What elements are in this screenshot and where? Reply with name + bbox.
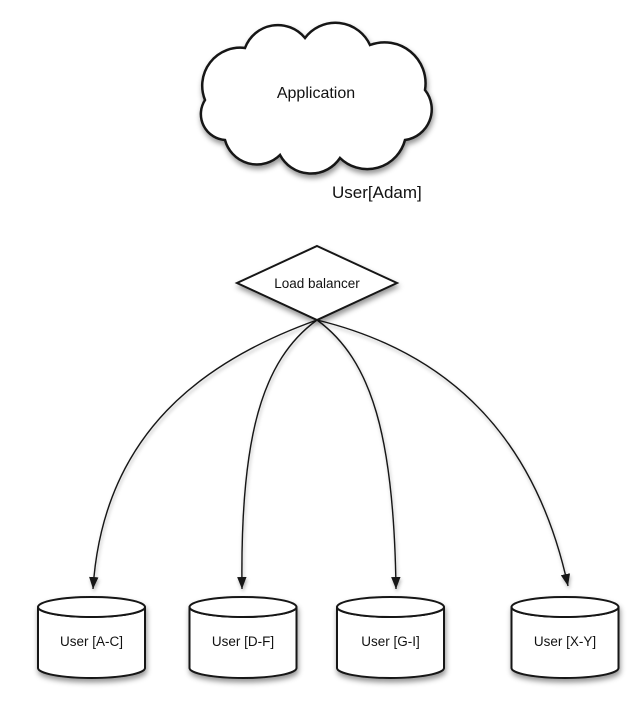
application-node <box>199 21 433 175</box>
load-balancer-diamond-icon <box>234 244 400 322</box>
application-label: Application <box>277 85 355 102</box>
database-label-2: User [D-F] <box>212 634 274 649</box>
database-cylinder-1-top <box>37 596 146 618</box>
load-balancer-node <box>234 244 400 322</box>
database-cylinder-3 <box>336 596 445 679</box>
database-cylinder-4-top <box>510 596 620 618</box>
database-label-4: User [X-Y] <box>534 634 596 649</box>
application-cloud-icon <box>199 21 433 175</box>
database-cylinder-2 <box>188 596 298 679</box>
arrow-to-db-2 <box>237 319 318 590</box>
database-label-3: User [G-I] <box>361 634 420 649</box>
database-label-1: User [A-C] <box>60 634 123 649</box>
database-cylinder-1 <box>37 596 146 679</box>
load-balancer-label: Load balancer <box>274 276 360 291</box>
database-cylinder-2-top <box>188 596 298 618</box>
database-cylinder-4 <box>510 596 620 679</box>
database-cylinder-3-top <box>336 596 445 618</box>
flow-label: User[Adam] <box>332 183 422 202</box>
arrow-to-db-3 <box>316 319 401 590</box>
shard-connectors <box>89 319 571 590</box>
arrow-to-db-1 <box>89 319 318 590</box>
arrow-to-db-4 <box>316 319 571 587</box>
